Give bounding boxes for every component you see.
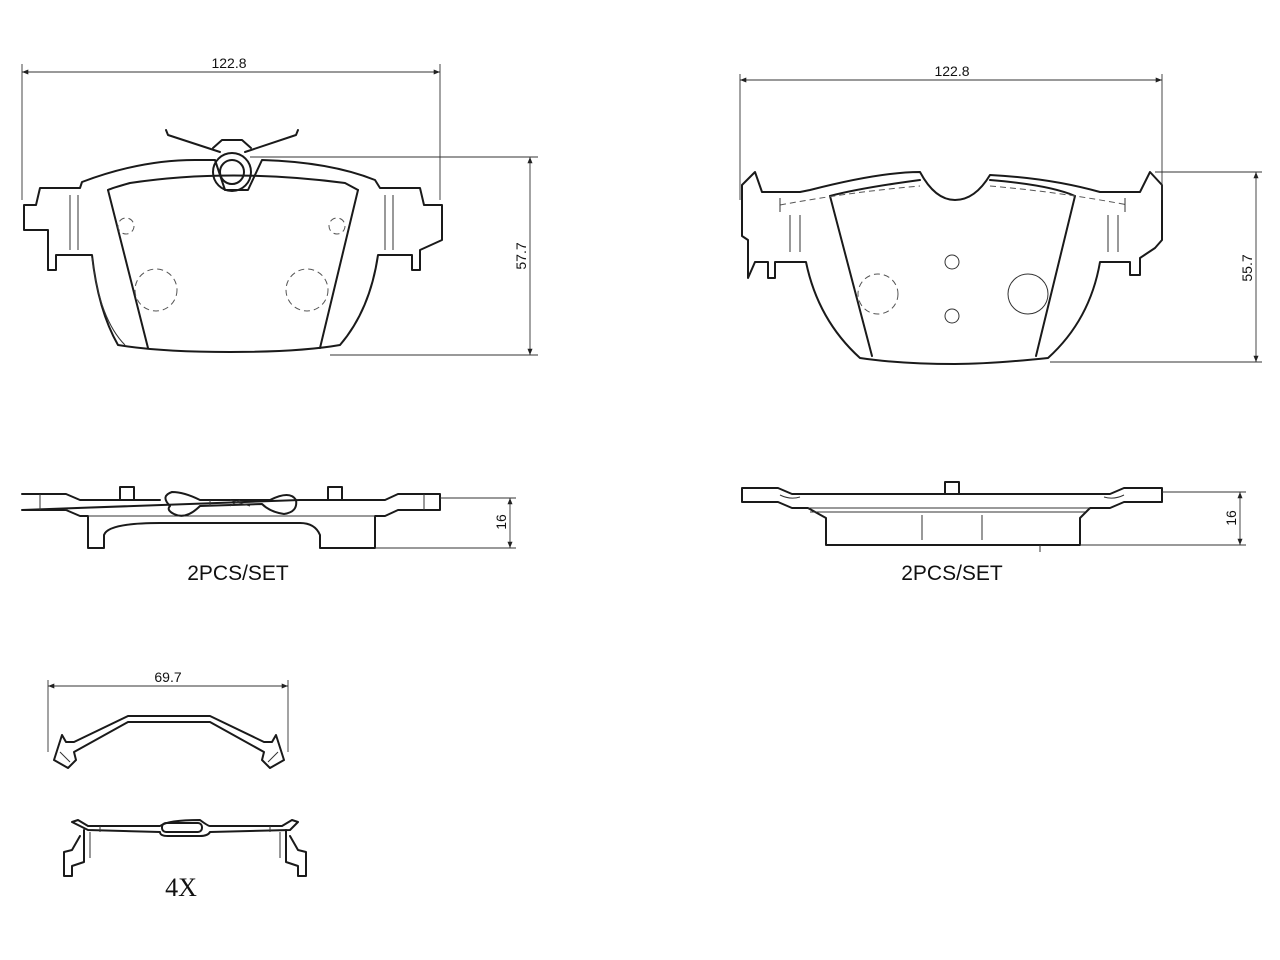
clip-top-view	[53, 715, 285, 769]
left-pad-width-label: 122.8	[211, 55, 246, 71]
left-set-quantity-label: 2PCS/SET	[187, 562, 289, 585]
left-pad-front-view	[23, 129, 443, 353]
right-pad-side-view	[741, 481, 1163, 552]
clip-width-label: 69.7	[154, 669, 181, 685]
right-pad-front-view	[741, 171, 1163, 365]
right-pad-height-label: 55.7	[1239, 254, 1255, 281]
right-pad-width-dimension: 122.8	[739, 63, 1163, 200]
right-set-quantity-label: 2PCS/SET	[901, 562, 1003, 585]
left-pad-thickness-label: 16	[493, 514, 509, 530]
right-pad-height-dimension: 55.7	[1050, 171, 1262, 363]
clip-quantity-label: 4X	[165, 873, 197, 902]
left-pad-side-view	[21, 486, 441, 549]
clip-side-view	[63, 819, 307, 877]
left-pad-height-dimension: 57.7	[250, 156, 538, 356]
left-pad-height-label: 57.7	[513, 242, 529, 269]
clip-width-dimension: 69.7	[47, 669, 289, 752]
right-pad-thickness-label: 16	[1223, 510, 1239, 526]
right-pad-width-label: 122.8	[934, 63, 969, 79]
right-pad-thickness-dimension: 16	[1080, 491, 1246, 546]
left-pad-thickness-dimension: 16	[375, 497, 516, 549]
left-pad-width-dimension: 122.8	[21, 55, 441, 200]
